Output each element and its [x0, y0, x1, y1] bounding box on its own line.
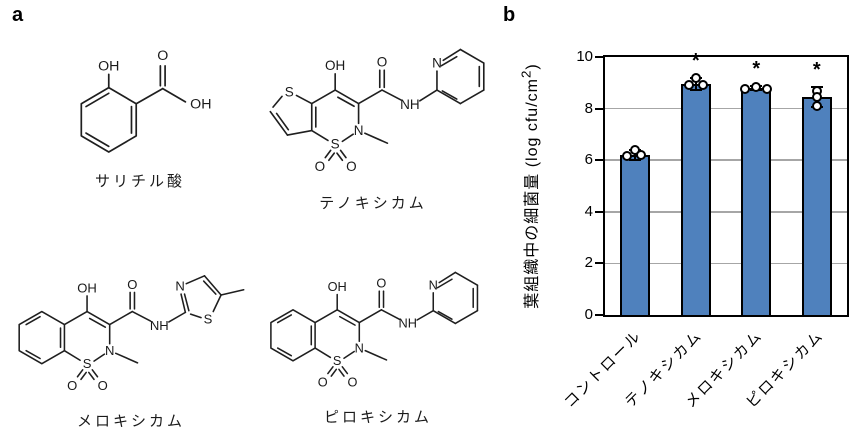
- data-point: [683, 80, 694, 91]
- atom-label: S: [83, 356, 92, 371]
- atom-label: O: [127, 277, 137, 292]
- y-tick-mark: [595, 56, 603, 58]
- y-tick-label: 0: [584, 306, 593, 323]
- y-tick-mark: [595, 159, 603, 162]
- atom-label: O: [318, 374, 328, 389]
- salicylic-acid-structure: OH O OH: [80, 48, 211, 153]
- bar: [741, 87, 772, 315]
- error-bar-cap: [629, 158, 642, 161]
- atom-label: O: [157, 48, 168, 64]
- compound-name-tenoxicam: テノキシカム: [319, 195, 427, 212]
- data-point: [697, 80, 708, 91]
- data-point: [811, 101, 822, 112]
- significance-asterisk: *: [812, 59, 821, 82]
- y-tick-label: 8: [584, 99, 593, 117]
- piroxicam-bonds: [270, 271, 479, 377]
- atom-label: O: [98, 378, 108, 393]
- gridline: [605, 107, 847, 110]
- y-tick-mark: [595, 210, 603, 213]
- bar: [680, 84, 711, 315]
- data-point: [690, 73, 701, 84]
- y-tick-mark: [595, 262, 603, 265]
- atom-label: OH: [325, 58, 345, 73]
- panel-b: b 葉組織中の細菌量 (log cfu/cm2) *** コントロールテノキシカ…: [500, 0, 853, 432]
- tenoxicam-bonds: [269, 48, 485, 162]
- y-tick-label: 10: [576, 48, 593, 65]
- meloxicam-bonds: [18, 275, 245, 381]
- atom-label: OH: [328, 279, 347, 294]
- y-tick-label: 4: [584, 202, 593, 220]
- compound-name-piroxicam: ピロキシカム: [323, 409, 432, 426]
- error-bar-cap: [689, 88, 702, 91]
- atom-label: S: [204, 312, 213, 327]
- compound-name-salicylic-acid: サリチル酸: [94, 173, 185, 190]
- meloxicam-structure: OH O N S NH N S O O: [18, 275, 245, 393]
- y-axis-label-close: ): [524, 63, 541, 70]
- compound-tenoxicam: S OH O N NH N S O O テノキシカム: [253, 16, 493, 213]
- piroxicam-structure: OH O N NH N S O O: [270, 271, 479, 389]
- atom-label: O: [376, 276, 386, 291]
- panel-a-label: a: [12, 4, 24, 26]
- atom-label: NH: [150, 318, 169, 333]
- atom-label: NH: [400, 97, 420, 112]
- atom-label: O: [346, 159, 357, 174]
- atom-label: N: [105, 343, 114, 358]
- gridline: [605, 159, 847, 161]
- compound-piroxicam: OH O N NH N S O O ピロキシカム: [258, 240, 498, 427]
- atom-label: N: [432, 56, 442, 71]
- atom-label: OH: [77, 280, 97, 295]
- tenoxicam-structure: S OH O N NH N S O O: [269, 48, 485, 174]
- atom-label: OH: [190, 96, 211, 112]
- compound-salicylic-acid: OH O OH サリチル酸: [35, 28, 245, 191]
- compound-name-meloxicam: メロキシカム: [76, 413, 185, 430]
- atom-label: N: [175, 279, 184, 294]
- error-bar: [634, 150, 637, 160]
- data-point: [740, 84, 751, 95]
- error-bar: [694, 78, 697, 90]
- y-axis-label-main: 葉組織中の細菌量 (log cfu/cm: [524, 78, 541, 309]
- bar: [801, 97, 832, 315]
- significance-asterisk: *: [752, 57, 761, 80]
- gridline: [605, 211, 847, 213]
- atom-label: N: [429, 277, 438, 292]
- atom-label: S: [331, 137, 340, 152]
- data-point: [762, 84, 773, 95]
- panel-b-label: b: [503, 4, 516, 26]
- y-tick-label: 6: [584, 151, 593, 169]
- data-point: [622, 151, 633, 162]
- y-tick-mark: [595, 314, 603, 316]
- data-point: [636, 149, 647, 160]
- atom-label: N: [354, 123, 364, 138]
- compound-meloxicam: OH O N S NH N S O O メロキシカム: [5, 240, 257, 431]
- significance-asterisk: *: [691, 50, 700, 73]
- atom-label: O: [67, 378, 77, 393]
- data-point: [811, 91, 822, 102]
- y-tick-label: 2: [584, 254, 593, 272]
- plot-area: * * *: [603, 50, 849, 317]
- atom-label: OH: [98, 59, 119, 75]
- gridline: [605, 262, 847, 265]
- y-tick-mark: [595, 107, 603, 110]
- atom-label: S: [285, 84, 294, 99]
- atom-label: S: [333, 353, 342, 368]
- x-axis-labels: コントロールテノキシカムメロキシカムピロキシカム: [561, 321, 845, 431]
- y-axis-label: 葉組織中の細菌量 (log cfu/cm2): [518, 63, 542, 308]
- atom-label: O: [377, 55, 388, 70]
- data-point: [751, 81, 762, 92]
- atom-label: O: [315, 159, 326, 174]
- atom-label: NH: [399, 316, 417, 331]
- salicylic-bonds: [80, 65, 187, 153]
- panel-a: a OH O OH サリチル酸: [5, 4, 498, 431]
- atom-label: O: [348, 374, 358, 389]
- bar: [620, 155, 651, 315]
- atom-label: N: [355, 340, 364, 355]
- y-axis-label-sup: 2: [518, 69, 534, 79]
